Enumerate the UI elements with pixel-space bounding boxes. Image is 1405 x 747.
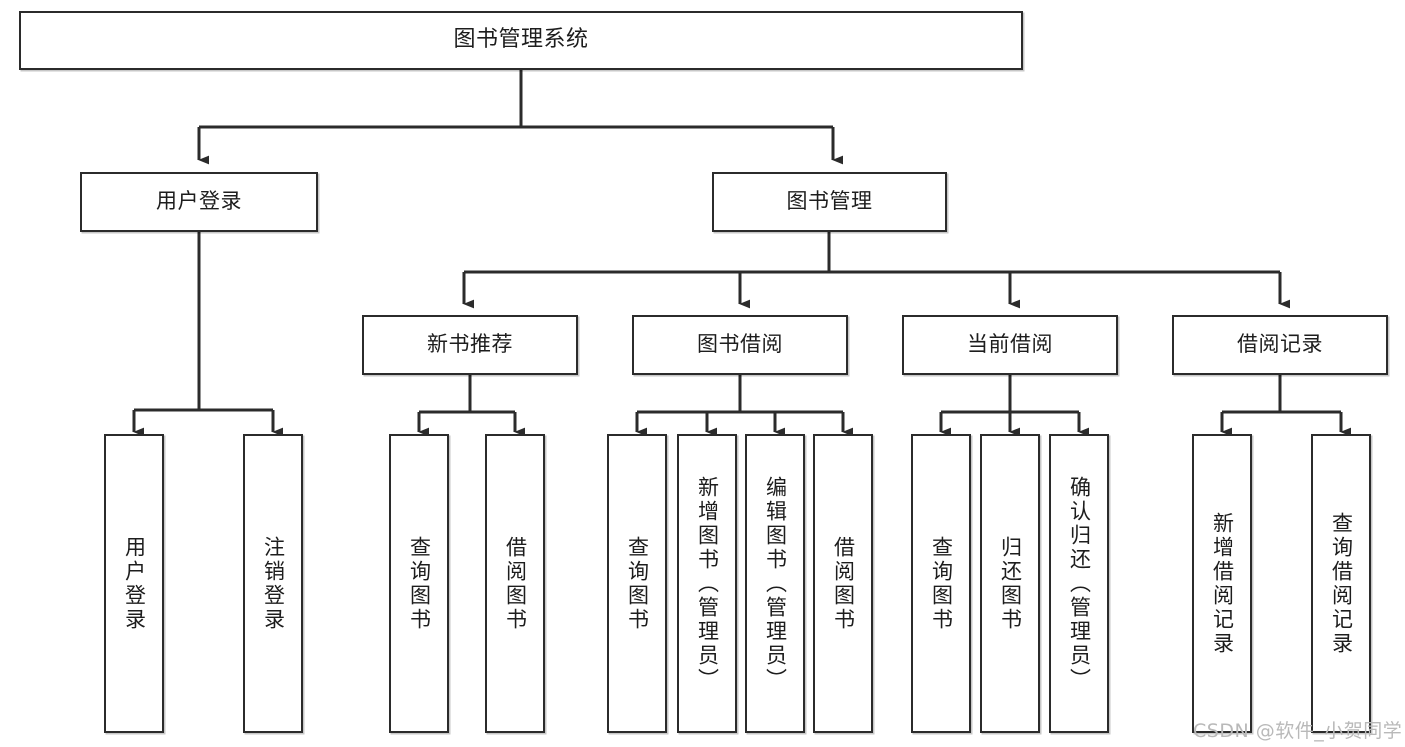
leaf-add-borrow-record[interactable]: 新增借阅记录	[1192, 434, 1252, 733]
node-label: 借阅图书	[831, 535, 856, 632]
node-label: 当前借阅	[967, 332, 1053, 357]
leaf-query-book-new[interactable]: 查询图书	[389, 434, 449, 733]
node-label: 注销登录	[261, 535, 286, 632]
node-label: 新书推荐	[427, 332, 513, 357]
leaf-query-book-current[interactable]: 查询图书	[911, 434, 971, 733]
node-root-system[interactable]: 图书管理系统	[19, 11, 1023, 70]
leaf-query-book-borrow[interactable]: 查询图书	[607, 434, 667, 733]
node-label: 确认归还（管理员）	[1067, 475, 1092, 692]
node-label: 编辑图书（管理员）	[763, 475, 788, 692]
leaf-edit-book-admin[interactable]: 编辑图书（管理员）	[745, 434, 805, 733]
node-label: 查询借阅记录	[1329, 511, 1354, 656]
node-label: 借阅图书	[503, 535, 528, 632]
node-label: 借阅记录	[1237, 332, 1323, 357]
leaf-user-login[interactable]: 用户登录	[104, 434, 164, 733]
node-label: 新增图书（管理员）	[695, 475, 720, 692]
node-label: 查询图书	[625, 535, 650, 632]
node-label: 查询图书	[407, 535, 432, 632]
watermark-text: CSDN @软件_小贺同学	[1193, 720, 1403, 742]
leaf-borrow-book-new[interactable]: 借阅图书	[485, 434, 545, 733]
leaf-query-borrow-record[interactable]: 查询借阅记录	[1311, 434, 1371, 733]
node-borrow-records[interactable]: 借阅记录	[1172, 315, 1388, 375]
leaf-confirm-return-admin[interactable]: 确认归还（管理员）	[1049, 434, 1109, 733]
node-label: 图书管理系统	[453, 27, 589, 53]
node-user-login[interactable]: 用户登录	[80, 172, 318, 232]
node-label: 新增借阅记录	[1210, 511, 1235, 656]
node-label: 用户登录	[122, 535, 147, 632]
leaf-logout[interactable]: 注销登录	[243, 434, 303, 733]
node-label: 图书管理	[786, 189, 873, 214]
node-book-management[interactable]: 图书管理	[712, 172, 947, 232]
node-label: 查询图书	[929, 535, 954, 632]
node-label: 用户登录	[156, 189, 242, 214]
node-label: 图书借阅	[697, 332, 783, 357]
node-new-book-recommend[interactable]: 新书推荐	[362, 315, 578, 375]
node-current-borrow[interactable]: 当前借阅	[902, 315, 1118, 375]
node-label: 归还图书	[998, 535, 1023, 632]
leaf-borrow-book[interactable]: 借阅图书	[813, 434, 873, 733]
leaf-add-book-admin[interactable]: 新增图书（管理员）	[677, 434, 737, 733]
node-book-borrow[interactable]: 图书借阅	[632, 315, 848, 375]
leaf-return-book[interactable]: 归还图书	[980, 434, 1040, 733]
